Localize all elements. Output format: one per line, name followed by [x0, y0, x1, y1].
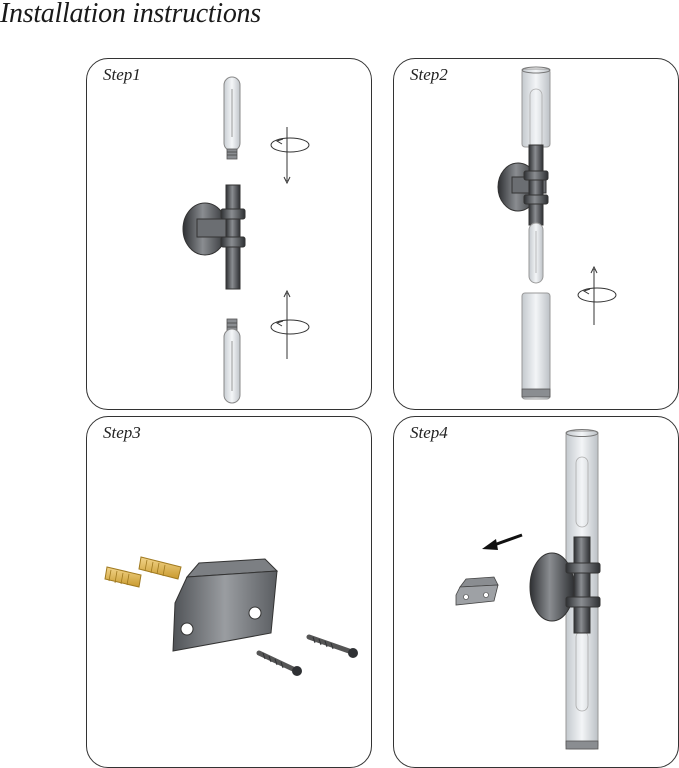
- glass-tube-icon: [521, 292, 551, 400]
- screw-icon: [256, 650, 302, 676]
- rotate-arrow-icon: [577, 265, 617, 325]
- bulb-icon: [528, 222, 544, 284]
- step-4-panel: Step4: [393, 416, 679, 768]
- step-label: Step2: [410, 65, 448, 84]
- step-3-panel: Step3: [86, 416, 372, 768]
- step-1-panel: Step1: [86, 58, 372, 410]
- bulb-icon: [223, 318, 241, 404]
- step-label: Step3: [103, 423, 141, 442]
- step-label: Step4: [410, 423, 448, 442]
- mounting-bracket-icon: [455, 576, 499, 606]
- page-title: Installation instructions: [0, 0, 261, 29]
- anchor-plug-icon: [104, 566, 142, 588]
- wall-sconce-icon: [497, 144, 549, 226]
- step-label: Step1: [103, 65, 141, 84]
- wall-sconce-icon: [182, 184, 246, 290]
- arrow-icon: [482, 533, 523, 550]
- screw-icon: [306, 634, 358, 658]
- rotate-arrow-icon: [270, 289, 310, 359]
- step-2-panel: Step2: [393, 58, 679, 410]
- anchor-plug-icon: [138, 556, 182, 580]
- bulb-icon: [223, 76, 241, 160]
- mounting-bracket-icon: [172, 558, 279, 652]
- wall-sconce-icon: [529, 429, 601, 750]
- glass-tube-icon: [521, 66, 551, 150]
- rotate-arrow-icon: [270, 127, 310, 185]
